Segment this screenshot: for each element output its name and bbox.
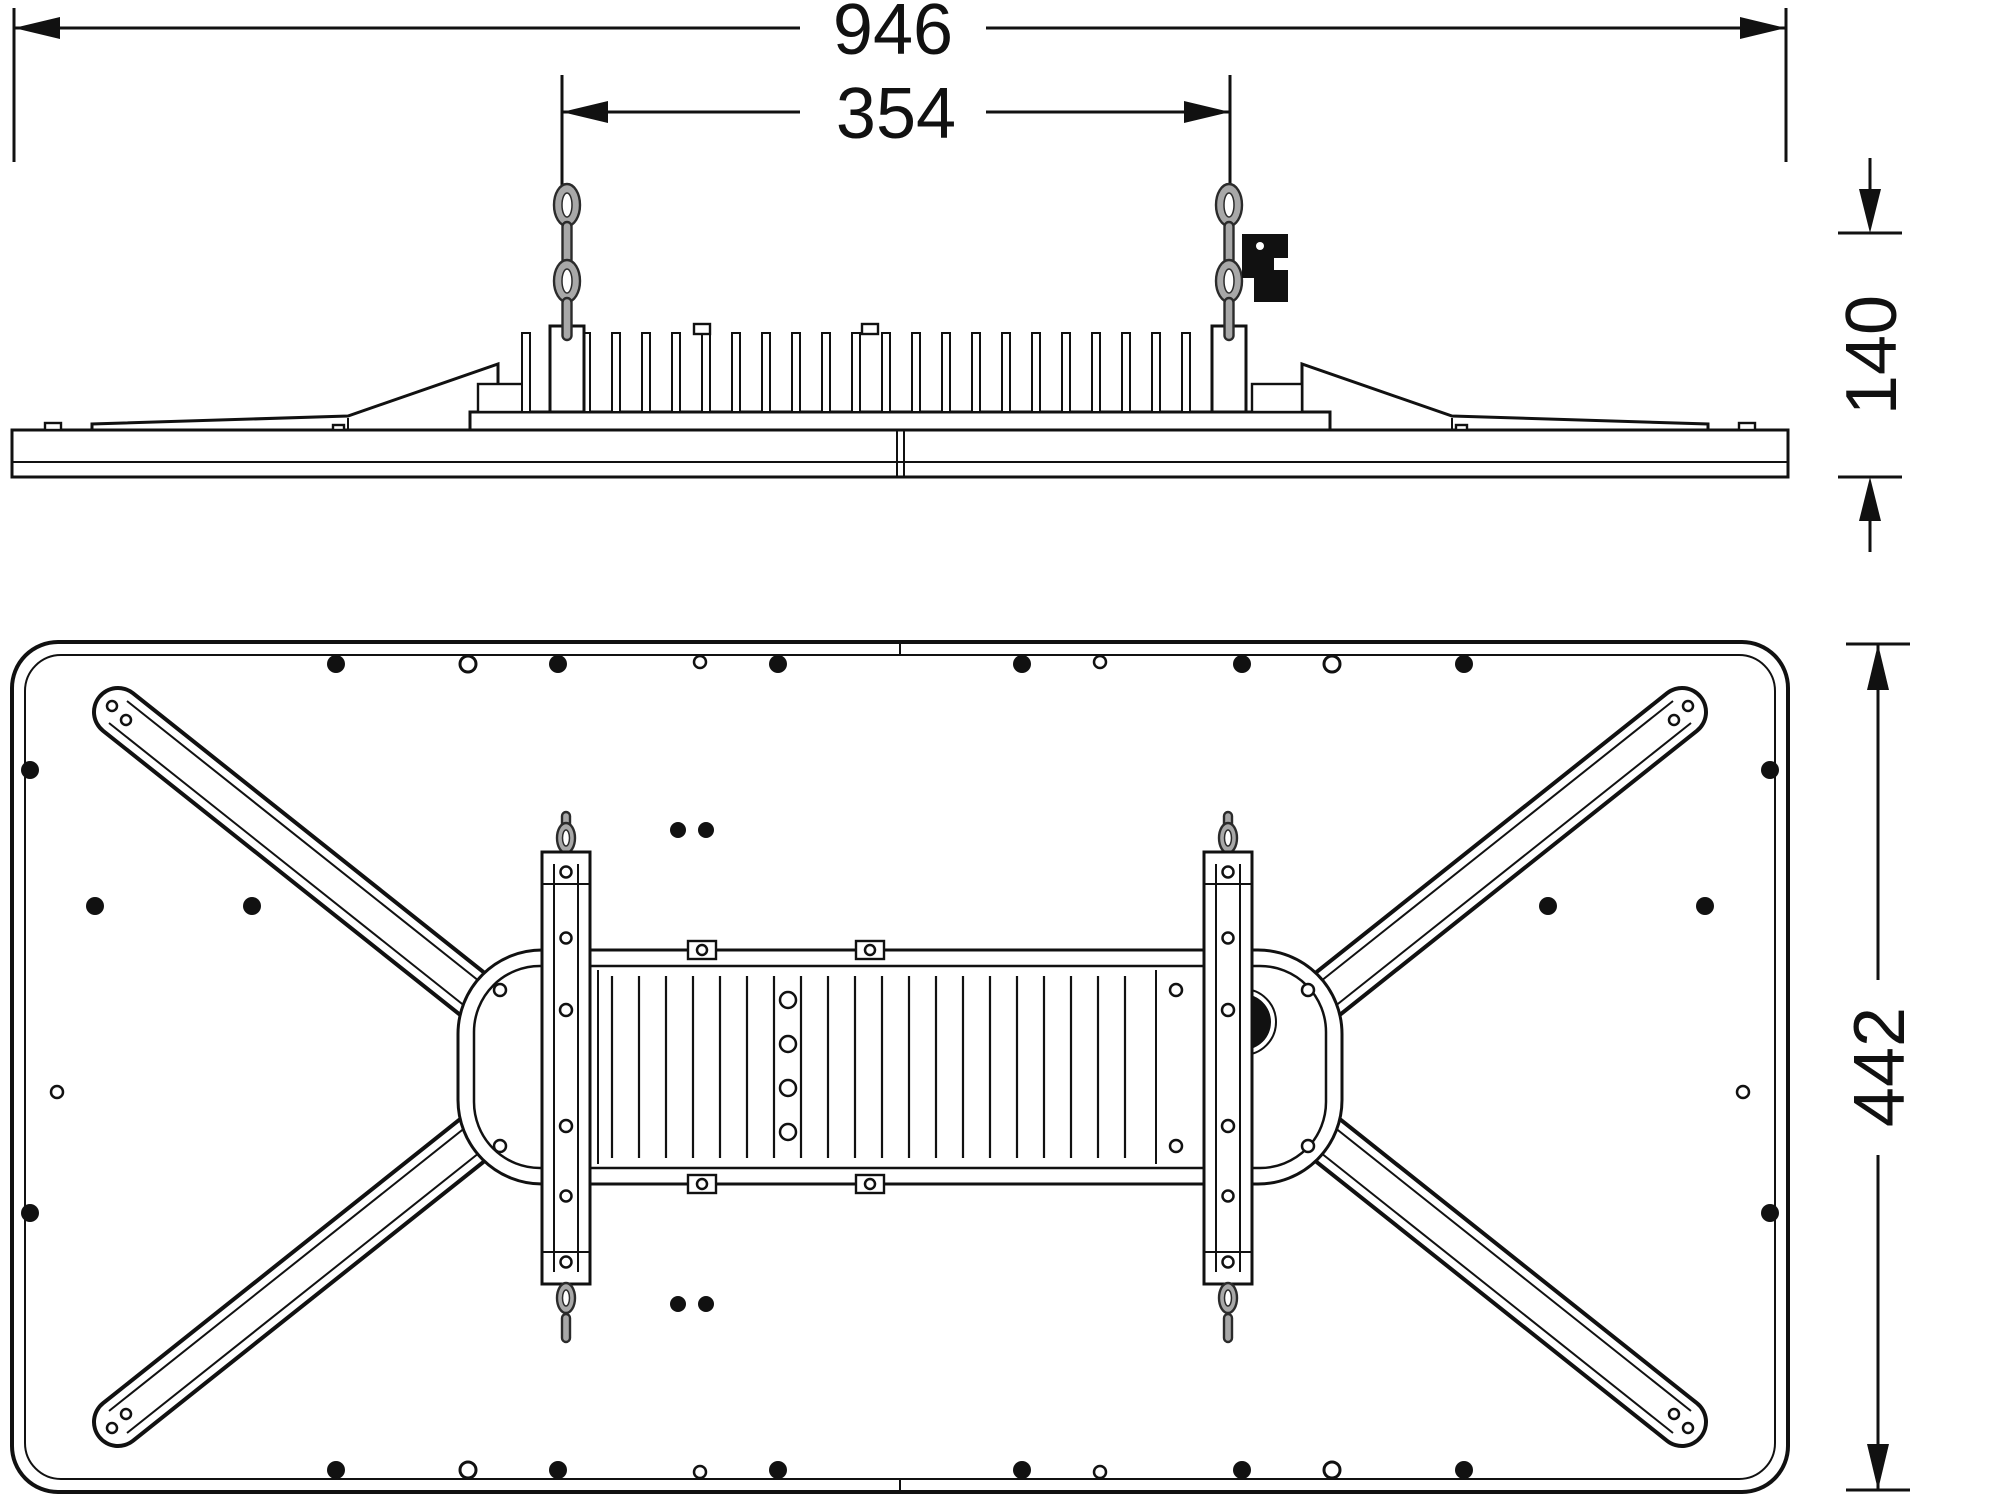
- dim-arrow-right: [1740, 17, 1786, 39]
- dimension-suspension-spacing: 354: [560, 74, 1232, 198]
- tray-screws: [492, 982, 1316, 1154]
- rivet-hole: [105, 699, 119, 713]
- dim-arrow-down: [1867, 1444, 1889, 1490]
- rivet-hole: [119, 713, 133, 727]
- support-wedge-right: [1300, 361, 1710, 432]
- rivet-hole: [1681, 1421, 1695, 1435]
- dim-arrow-up: [1859, 477, 1881, 521]
- rivet-hole: [1667, 1407, 1681, 1421]
- dim-label-depth: 442: [1840, 1007, 1920, 1127]
- suspension-chain-right: [1214, 182, 1244, 342]
- side-view: [10, 182, 1790, 479]
- screw-boss: [1454, 423, 1469, 432]
- tray-center-holes: [778, 990, 798, 1142]
- gear-tray-base: [468, 382, 1332, 432]
- mounting-bracket-left: [540, 810, 592, 1344]
- dim-arrow-right: [1184, 101, 1230, 123]
- base-panel: [10, 421, 1790, 479]
- dim-label-height: 140: [1832, 295, 1912, 415]
- cross-brace-arms: [92, 686, 1708, 1448]
- tray-fins: [610, 976, 1127, 1158]
- dim-label-overall-width: 946: [833, 0, 953, 70]
- brace-arm-top-left: [92, 686, 506, 1026]
- dim-arrow-left: [562, 101, 608, 123]
- dimension-overall-width: 946: [12, 0, 1788, 162]
- dim-label-suspension-spacing: 354: [836, 74, 956, 154]
- heatsink-fins: [521, 322, 1221, 413]
- brace-arm-bottom-left: [92, 1108, 506, 1448]
- brace-arm-top-right: [1294, 686, 1708, 1026]
- dimension-height: 140: [1832, 158, 1912, 552]
- rivet-hole: [1667, 713, 1681, 727]
- mounting-bracket-right: [1202, 810, 1254, 1344]
- tray-tabs: [686, 939, 886, 1195]
- screw-boss: [43, 421, 63, 432]
- gear-tray: [456, 939, 1344, 1195]
- rivet-hole: [1681, 699, 1695, 713]
- screw-boss: [331, 423, 346, 432]
- panel-outline: [10, 640, 1790, 1494]
- mounting-holes: [21, 654, 1779, 1480]
- dim-arrow-up: [1867, 644, 1889, 690]
- dim-arrow-down: [1859, 189, 1881, 233]
- dim-arrow-left: [14, 17, 60, 39]
- brace-arm-bottom-right: [1294, 1108, 1708, 1448]
- support-wedge-left: [90, 361, 500, 432]
- plan-view: [10, 640, 1790, 1494]
- dimension-depth: 442: [1840, 642, 1920, 1492]
- suspension-chain-left: [552, 182, 582, 342]
- screw-boss: [1737, 421, 1757, 432]
- rivet-hole: [105, 1421, 119, 1435]
- rivet-hole: [119, 1407, 133, 1421]
- connector-clamp: [1242, 234, 1288, 302]
